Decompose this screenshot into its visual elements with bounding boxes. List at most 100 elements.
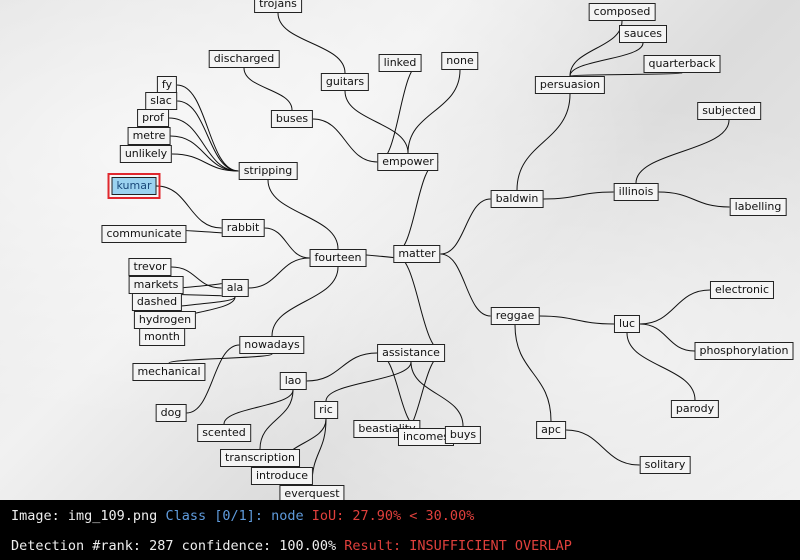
node-luc: luc [613, 315, 641, 333]
node-electronic: electronic [709, 281, 775, 299]
node-illinois: illinois [613, 183, 659, 201]
node-incomes: incomes [397, 428, 455, 446]
edge-fourteen-ala [248, 257, 310, 289]
node-empower: empower [377, 153, 439, 171]
status-line-1: Image: img_109.png Class [0/1]: node IoU… [11, 508, 474, 524]
node-none: none [441, 52, 479, 70]
node-kumar: kumar [107, 173, 161, 199]
edge-matter-assistance [393, 253, 446, 354]
edge-nowadays-dog [186, 344, 240, 414]
edge-stripping-metre [170, 135, 239, 172]
node-assistance: assistance [377, 344, 445, 362]
node-dog: dog [155, 404, 187, 422]
edge-stripping-slac [176, 100, 239, 172]
edge-guitars-trojans [277, 12, 346, 74]
edge-lao-scented [223, 389, 294, 425]
diagram-canvas: trojans composed sauces quarterback discharg… [0, 0, 800, 500]
node-reggae: reggae [490, 307, 540, 325]
node-linked: linked [378, 54, 422, 72]
edge-empower-none [407, 69, 461, 154]
node-lao: lao [279, 372, 307, 390]
node-rabbit: rabbit [221, 219, 265, 237]
node-mechanical: mechanical [132, 363, 206, 381]
edge-assistance-ric [325, 361, 412, 402]
node-transcription: transcription [220, 449, 300, 467]
result-label: Result: INSUFFICIENT OVERLAP [344, 538, 572, 554]
node-sauces: sauces [619, 25, 667, 43]
edge-stripping-unlikely [171, 153, 239, 172]
node-trojans: trojans [254, 0, 302, 13]
edge-ala-trevor [171, 266, 222, 289]
node-hydrogen: hydrogen [133, 311, 197, 329]
node-ala: ala [221, 279, 249, 297]
edge-stripping-fy [176, 84, 239, 172]
node-trevor: trevor [128, 258, 172, 276]
edge-stripping-prof [168, 117, 239, 172]
edge-reggae-apc [514, 324, 552, 422]
edge-illinois-subjected [635, 119, 730, 184]
node-communicate: communicate [101, 225, 187, 243]
edge-baldwin-illinois [543, 191, 614, 200]
node-fourteen: fourteen [309, 249, 367, 267]
edge-illinois-labelling [658, 191, 730, 208]
class-label: Class [0/1]: node [165, 508, 304, 524]
edge-luc-electronic [639, 289, 711, 325]
node-guitars: guitars [320, 73, 370, 91]
node-subjected: subjected [697, 102, 761, 120]
edge-empower-guitars [344, 90, 409, 154]
node-markets: markets [128, 276, 184, 294]
edge-buses-discharged [243, 67, 293, 111]
node-fy: fy [156, 76, 178, 94]
edge-lao-transcription [259, 389, 294, 450]
node-labelling: labelling [729, 198, 787, 216]
edge-ric-everquest [311, 418, 327, 486]
image-label: Image: img_109.png [11, 508, 158, 524]
edge-matter-reggae [440, 253, 491, 317]
edge-luc-phosphorylation [639, 323, 695, 352]
edge-assistance-lao [306, 352, 378, 382]
edge-fourteen-rabbit [264, 227, 310, 259]
edge-reggae-luc [539, 315, 615, 325]
node-matter: matter [393, 245, 441, 263]
edge-fourteen-nowadays [271, 266, 339, 337]
edge-nowadays-mechanical [168, 353, 273, 364]
edge-assistance-buys [410, 361, 464, 427]
node-unlikely: unlikely [119, 145, 173, 163]
node-month: month [139, 328, 185, 346]
node-quarterback: quarterback [643, 55, 721, 73]
node-buses: buses [270, 110, 314, 128]
node-phosphorylation: phosphorylation [694, 342, 794, 360]
node-scented: scented [197, 424, 251, 442]
node-introduce: introduce [250, 467, 314, 485]
edge-matter-empower [393, 161, 439, 255]
edge-matter-baldwin [440, 198, 491, 255]
node-persuasion: persuasion [534, 76, 606, 94]
node-slac: slac [145, 92, 177, 110]
node-apc: apc [536, 421, 566, 439]
node-buys: buys [444, 426, 482, 444]
node-stripping: stripping [238, 162, 298, 180]
node-solitary: solitary [639, 456, 691, 474]
edge-fourteen-stripping [267, 179, 339, 250]
node-dashed: dashed [131, 293, 183, 311]
edge-persuasion-sauces [569, 42, 644, 77]
node-baldwin: baldwin [490, 190, 544, 208]
node-ric: ric [314, 401, 338, 419]
node-composed: composed [588, 3, 656, 21]
status-bar: Image: img_109.png Class [0/1]: node IoU… [0, 500, 800, 560]
node-prof: prof [137, 109, 169, 127]
node-nowadays: nowadays [239, 336, 305, 354]
node-metre: metre [127, 127, 171, 145]
iou-label: IoU: 27.90% < 30.00% [311, 508, 475, 524]
edge-persuasion-quarterback [569, 72, 683, 77]
node-everquest: everquest [279, 485, 345, 500]
edge-rabbit-kumar [156, 185, 222, 229]
edge-apc-solitary [565, 429, 640, 466]
edge-empower-linked [377, 62, 422, 163]
edge-baldwin-persuasion [516, 93, 571, 191]
node-discharged: discharged [208, 50, 280, 68]
status-line-2: Detection #rank: 287 confidence: 100.00%… [11, 538, 572, 554]
edge-luc-parody [626, 332, 696, 401]
edge-empower-buses [312, 118, 378, 163]
detection-label: Detection #rank: 287 confidence: 100.00% [11, 538, 337, 554]
